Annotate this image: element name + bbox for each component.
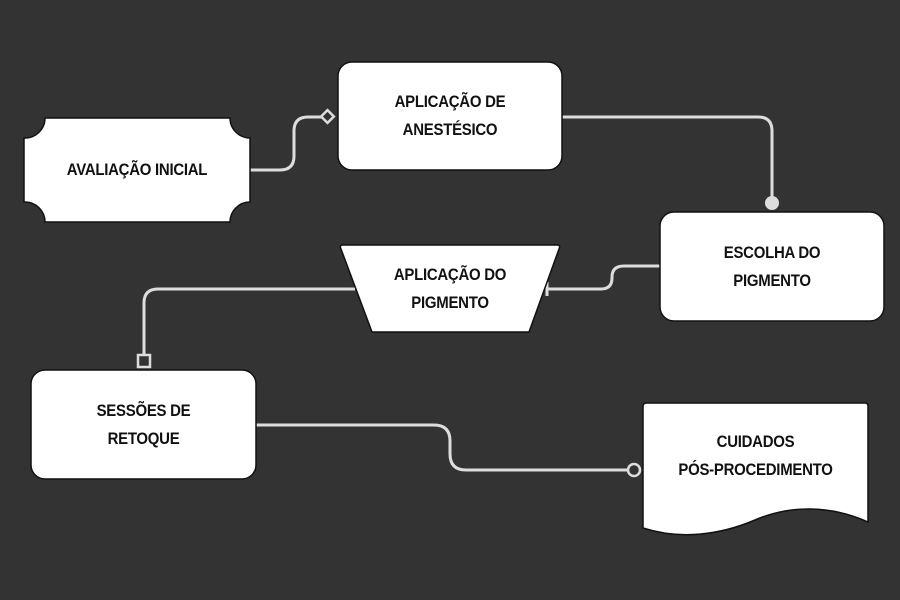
label-line: PÓS-PROCEDIMENTO	[678, 460, 833, 479]
label-line: ESCOLHA DO	[723, 242, 821, 262]
node-escolha-shape[interactable]	[659, 211, 885, 322]
label-line: SESSÕES DE	[96, 400, 191, 420]
node-escolha-label: ESCOLHA DO PIGMENTO	[673, 212, 870, 321]
connector-anestesico-escolha[interactable]	[562, 115, 774, 200]
connector-aplicacao-retoque[interactable]	[142, 287, 355, 354]
label-line: PIGMENTO	[411, 292, 489, 312]
diamond-marker	[319, 108, 336, 125]
node-aplicacao-pigmento-label: APLICAÇÃO DO PIGMENTO	[353, 245, 547, 332]
connector-escolha-aplicacao[interactable]	[547, 264, 660, 291]
label-line: PIGMENTO	[733, 270, 811, 290]
node-avaliacao-inicial-shape[interactable]	[23, 117, 251, 223]
label-line: APLICAÇÃO DO	[393, 264, 507, 284]
node-anestesico-shape[interactable]	[337, 61, 563, 171]
node-avaliacao-inicial-label: AVALIAÇÃO INICIAL	[38, 118, 237, 222]
circle-marker	[765, 196, 779, 210]
square-marker	[136, 353, 152, 369]
node-retoque-label: SESSÕES DE RETOQUE	[45, 370, 243, 479]
node-cuidados-shape[interactable]	[642, 402, 869, 536]
label-line: RETOQUE	[107, 428, 180, 448]
label-line: CUIDADOS	[716, 432, 795, 451]
hollow-circle-marker	[626, 462, 642, 478]
connector-avaliacao-anestesico[interactable]	[250, 115, 322, 172]
label-text: AVALIAÇÃO INICIAL	[66, 160, 208, 179]
node-aplicacao-pigmento-shape[interactable]	[339, 244, 561, 333]
label-line: ANESTÉSICO	[402, 120, 498, 139]
node-anestesico-label: APLICAÇÃO DE ANESTÉSICO	[351, 62, 548, 170]
node-cuidados-label: CUIDADOS PÓS-PROCEDIMENTO	[657, 416, 855, 496]
node-retoque-shape[interactable]	[30, 369, 257, 480]
label-line: APLICAÇÃO DE	[394, 92, 506, 111]
connector-retoque-cuidados[interactable]	[256, 423, 628, 472]
